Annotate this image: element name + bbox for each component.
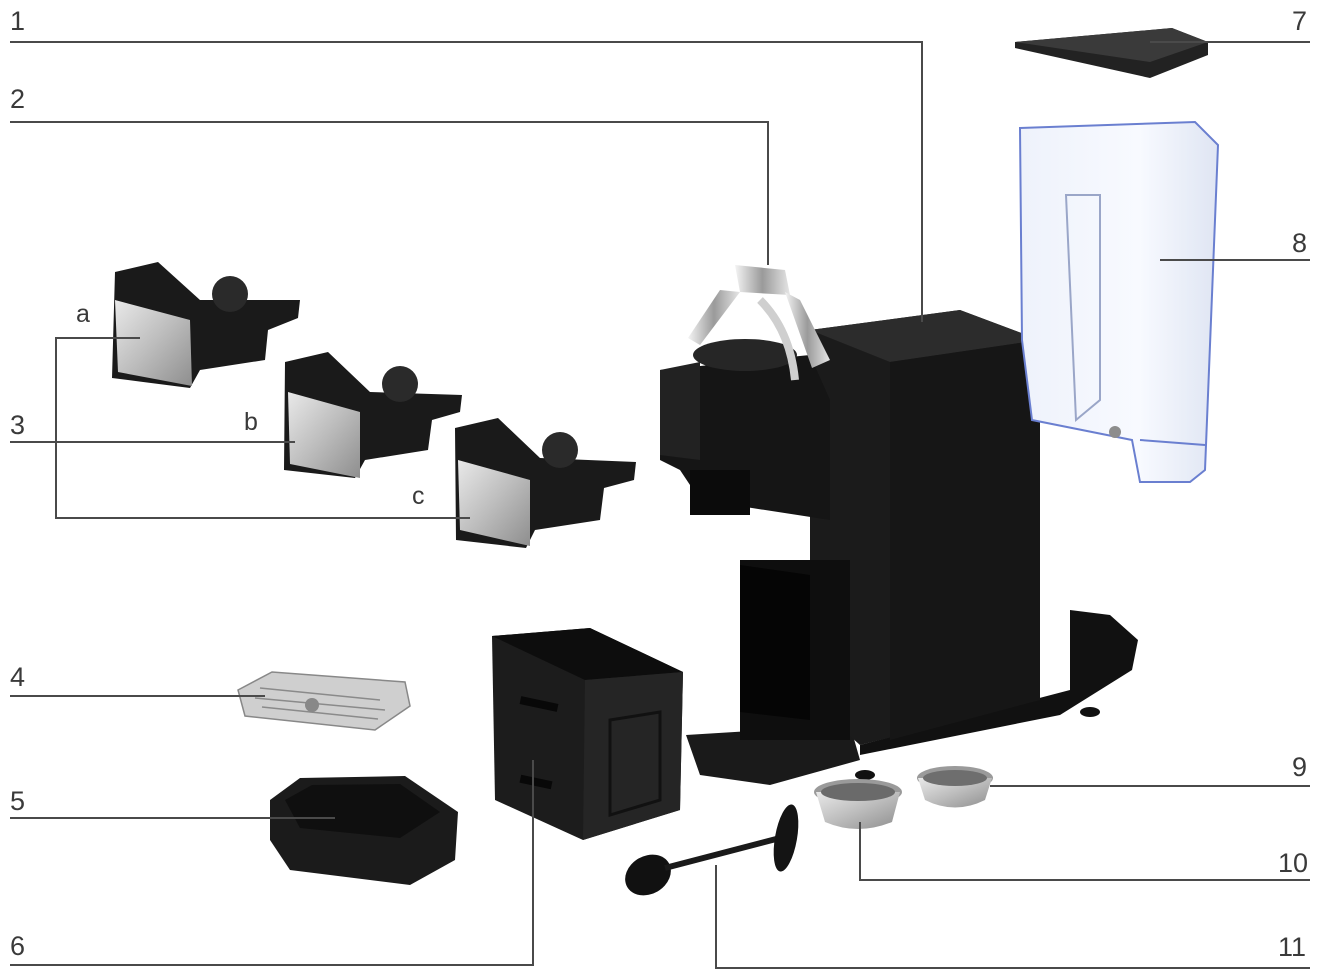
capsule-container — [492, 628, 683, 840]
callout-9: 9 — [1292, 752, 1308, 782]
callout-7: 7 — [1292, 6, 1308, 36]
machine-body — [660, 265, 1138, 785]
callout-5: 5 — [10, 786, 26, 816]
drip-grid — [237, 671, 411, 731]
drip-tray — [270, 776, 458, 885]
leader-6 — [10, 760, 534, 966]
leader-lines — [10, 41, 1310, 969]
tamper-spoon — [625, 804, 799, 896]
callout-3-b: b — [244, 408, 258, 436]
filter-holder-c — [455, 418, 636, 548]
callout-10: 10 — [1278, 848, 1309, 878]
callout-6: 6 — [10, 931, 26, 961]
callout-3: 3 — [10, 410, 26, 440]
water-tank — [1018, 120, 1220, 483]
water-tank-lid — [1015, 28, 1208, 78]
filter-holder-a — [112, 262, 300, 388]
filter-basket-9 — [917, 766, 993, 808]
leader-3a — [55, 337, 470, 519]
callout-1: 1 — [10, 6, 26, 36]
filter-basket-10 — [814, 779, 902, 829]
callout-3-a: a — [76, 300, 90, 328]
leader-1 — [10, 41, 923, 322]
leader-2 — [10, 121, 769, 265]
leader-10 — [859, 822, 1310, 881]
callout-4: 4 — [10, 662, 26, 692]
callout-11: 11 — [1278, 932, 1307, 962]
callout-3-c: c — [412, 482, 425, 510]
filter-holder-b — [284, 352, 462, 478]
leader-11 — [715, 865, 1310, 969]
callout-8: 8 — [1292, 228, 1308, 258]
callout-2: 2 — [10, 84, 26, 114]
